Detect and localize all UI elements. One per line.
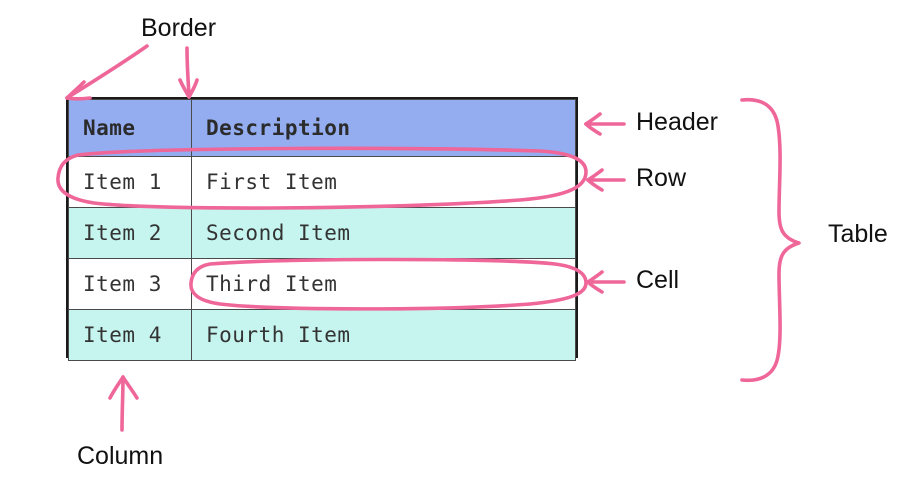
table-header: Name Description xyxy=(68,99,576,157)
cell-description: Second Item xyxy=(191,207,576,259)
column-header-description: Description xyxy=(191,99,576,157)
annotation-label-column: Column xyxy=(77,442,164,470)
cell-name: Item 1 xyxy=(68,156,192,208)
table-body: Item 1 First Item Item 2 Second Item Ite… xyxy=(68,156,576,361)
annotation-label-cell: Cell xyxy=(636,266,680,294)
demo-table-container: Name Description Item 1 First Item Item … xyxy=(66,97,578,361)
table-row: Item 2 Second Item xyxy=(68,207,576,259)
header-arrow-icon xyxy=(584,112,626,136)
header-row: Name Description xyxy=(68,99,576,157)
annotation-label-row: Row xyxy=(636,164,687,192)
cell-name: Item 2 xyxy=(68,207,192,259)
demo-table: Name Description Item 1 First Item Item … xyxy=(68,99,576,361)
border-arrow-diagonal-icon xyxy=(65,44,149,101)
column-header-name: Name xyxy=(68,99,192,157)
annotation-label-table: Table xyxy=(828,220,888,248)
cell-name: Item 3 xyxy=(68,258,192,310)
table-row: Item 4 Fourth Item xyxy=(68,309,576,361)
cell-arrow-icon xyxy=(586,270,626,294)
column-arrow-icon xyxy=(108,375,139,432)
border-arrow-vertical-icon xyxy=(178,46,199,99)
cell-description: First Item xyxy=(191,156,576,208)
cell-description: Third Item xyxy=(191,258,576,310)
table-brace-icon xyxy=(740,97,801,383)
cell-description: Fourth Item xyxy=(191,309,576,361)
row-arrow-icon xyxy=(586,168,626,192)
annotation-label-header: Header xyxy=(636,108,718,136)
table-row: Item 3 Third Item xyxy=(68,258,576,310)
cell-name: Item 4 xyxy=(68,309,192,361)
annotation-label-border: Border xyxy=(141,14,217,42)
table-row: Item 1 First Item xyxy=(68,156,576,208)
